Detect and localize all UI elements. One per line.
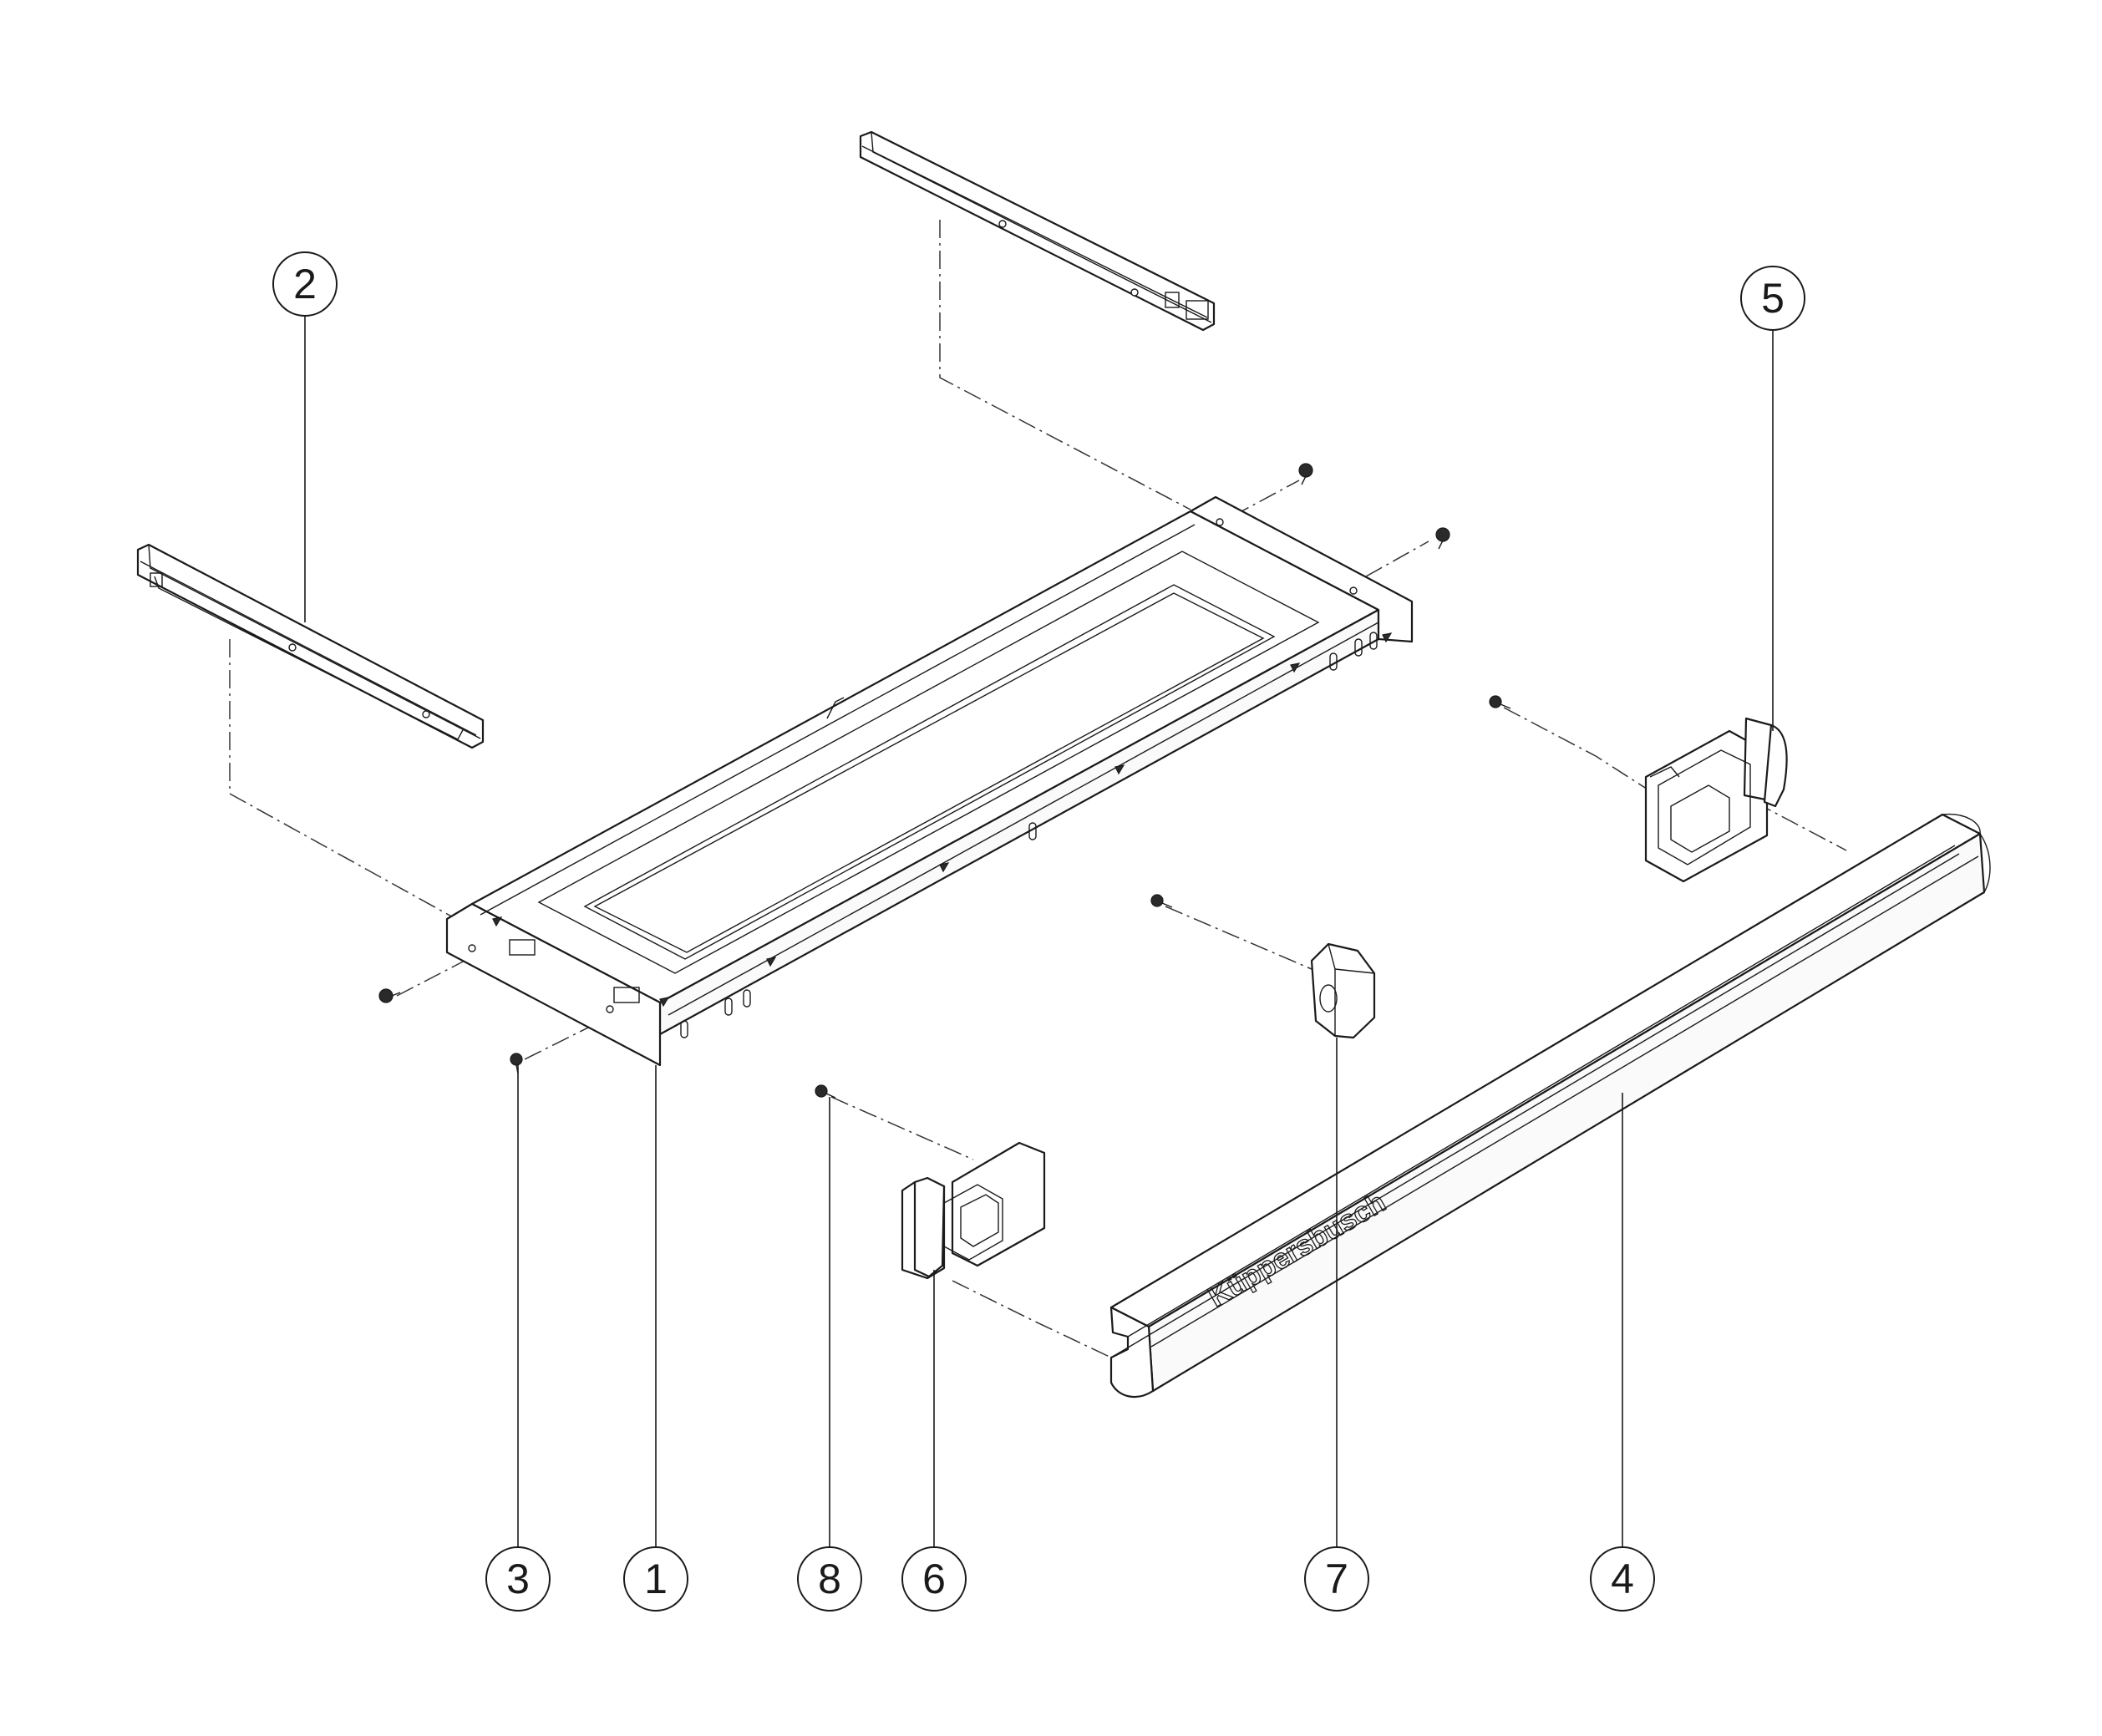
screw-icon — [1435, 527, 1450, 550]
callout-5: 5 — [1740, 266, 1805, 331]
callout-3: 3 — [485, 1546, 551, 1612]
callout-1: 1 — [623, 1546, 688, 1612]
callout-4: 4 — [1590, 1546, 1655, 1612]
screw-icon — [1150, 894, 1173, 908]
callout-6: 6 — [901, 1546, 967, 1612]
callout-label: 6 — [922, 1556, 946, 1602]
screw-icon — [1298, 463, 1313, 485]
drawer-frame — [445, 495, 1414, 1067]
callout-label: 7 — [1325, 1556, 1348, 1602]
callout-label: 2 — [293, 261, 317, 307]
right-telescopic-rail — [859, 130, 1216, 332]
middle-clip — [1310, 942, 1376, 1039]
callout-label: 1 — [644, 1556, 668, 1602]
assembly-lines — [229, 220, 1847, 1358]
screw-icon — [1489, 695, 1511, 709]
screw-icon — [510, 1053, 523, 1074]
callout-8: 8 — [797, 1546, 862, 1612]
left-end-cap — [901, 1141, 1046, 1280]
callout-label: 3 — [506, 1556, 530, 1602]
callout-label: 8 — [818, 1556, 841, 1602]
screw-icon — [815, 1084, 836, 1099]
callout-7: 7 — [1304, 1546, 1369, 1612]
handle-bar: Küppersbusch — [1109, 813, 1991, 1398]
right-end-cap — [1644, 717, 1788, 883]
left-telescopic-rail — [136, 543, 485, 749]
screws — [378, 463, 1511, 1099]
callout-label: 4 — [1611, 1556, 1634, 1602]
callout-label: 5 — [1761, 275, 1785, 322]
screw-icon — [378, 988, 401, 1003]
callout-2: 2 — [272, 251, 338, 317]
leader-lines — [304, 316, 1774, 1548]
